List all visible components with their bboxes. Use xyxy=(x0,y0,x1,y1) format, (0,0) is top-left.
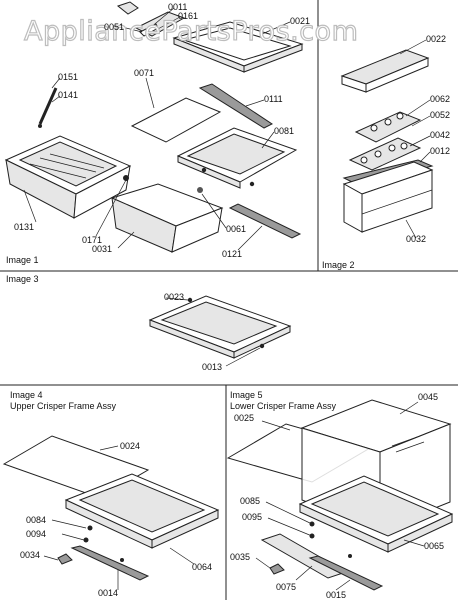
part-label-0075: 0075 xyxy=(276,582,296,592)
part-label-0031: 0031 xyxy=(92,244,112,254)
image2-drawings xyxy=(340,49,434,233)
part-label-0121: 0121 xyxy=(222,249,242,259)
part-label-0095: 0095 xyxy=(242,512,262,522)
part-label-0011: 0011 xyxy=(168,2,187,12)
caption-image5: Image 5 xyxy=(230,390,263,400)
part-label-0052: 0052 xyxy=(430,110,450,120)
part-label-0094: 0094 xyxy=(26,529,46,539)
image4-drawings xyxy=(2,435,220,581)
part-label-0084: 0084 xyxy=(26,515,46,525)
part-label-0012: 0012 xyxy=(430,146,450,156)
part-label-0051: 0051 xyxy=(104,22,124,32)
leader-lines xyxy=(23,7,431,591)
part-label-0014: 0014 xyxy=(98,588,118,598)
part-label-0021: 0021 xyxy=(290,16,310,26)
image1-drawings xyxy=(4,1,304,253)
watermark-text: AppliancePartsPros.com xyxy=(24,16,358,47)
caption-image1: Image 1 xyxy=(6,255,39,265)
part-label-0161: 0161 xyxy=(178,11,198,21)
part-label-0151: 0151 xyxy=(58,72,78,82)
part-label-0042: 0042 xyxy=(430,130,450,140)
part-label-0071: 0071 xyxy=(134,68,154,78)
caption-image4: Image 4 xyxy=(10,390,43,400)
part-label-0062: 0062 xyxy=(430,94,450,104)
part-label-0081: 0081 xyxy=(274,126,294,136)
part-label-0085: 0085 xyxy=(240,496,260,506)
part-label-0171: 0171 xyxy=(82,235,102,245)
part-label-0045: 0045 xyxy=(418,392,438,402)
image5-drawings xyxy=(226,399,454,591)
part-label-0032: 0032 xyxy=(406,234,426,244)
part-label-0025: 0025 xyxy=(234,413,254,423)
part-label-0013: 0013 xyxy=(202,362,222,372)
caption-image3: Image 3 xyxy=(6,274,39,284)
part-label-0065: 0065 xyxy=(424,541,444,551)
caption-image4-subtitle: Upper Crisper Frame Assy xyxy=(10,401,117,411)
part-label-0034: 0034 xyxy=(20,550,40,560)
caption-image5-subtitle: Lower Crisper Frame Assy xyxy=(230,401,337,411)
part-label-0061: 0061 xyxy=(226,224,246,234)
part-label-0035: 0035 xyxy=(230,552,250,562)
part-label-0141: 0141 xyxy=(58,90,78,100)
image3-drawings xyxy=(148,295,292,359)
part-label-0023: 0023 xyxy=(164,292,184,302)
part-labels: 0011 0161 0051 0021 0151 0141 0071 0111 … xyxy=(14,2,450,600)
caption-image2: Image 2 xyxy=(322,260,355,270)
part-label-0015: 0015 xyxy=(326,590,346,600)
part-label-0111: 0111 xyxy=(264,94,283,104)
part-label-0022: 0022 xyxy=(426,34,446,44)
part-label-0064: 0064 xyxy=(192,562,212,572)
part-label-0024: 0024 xyxy=(120,441,140,451)
part-label-0131: 0131 xyxy=(14,222,34,232)
